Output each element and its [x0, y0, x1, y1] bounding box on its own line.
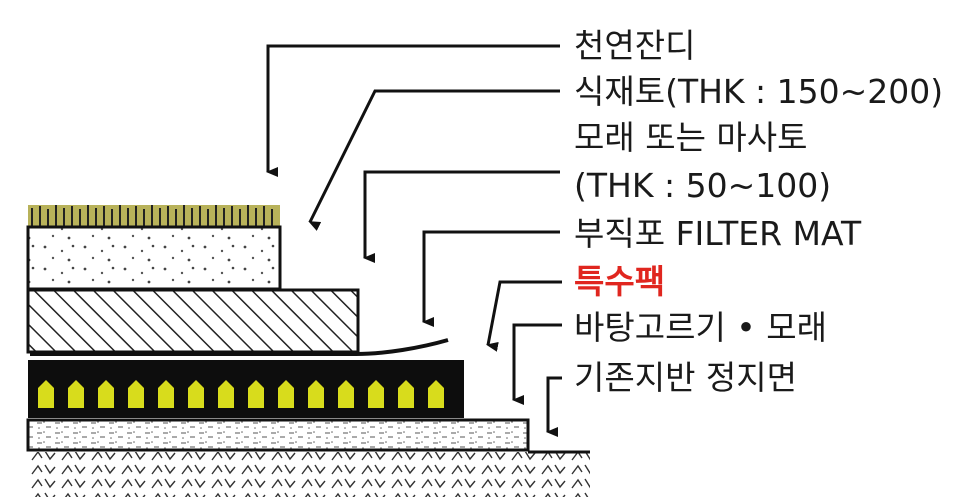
leader-subgrade — [546, 376, 562, 437]
planting-soil-layer — [26, 225, 282, 291]
leader-special-pack — [486, 280, 562, 352]
label-planting-soil: 식재토(THK : 150~200) — [574, 72, 944, 111]
label-sand-line2: (THK : 50~100) — [574, 166, 832, 205]
special-pack-cells — [38, 380, 444, 408]
leader-sand — [363, 170, 560, 263]
leader-filter-mat — [422, 230, 560, 327]
leader-planting-soil — [308, 89, 560, 231]
leveling-sand-layer — [26, 418, 530, 452]
label-grass: 천연잔디 — [574, 26, 696, 65]
label-leveling: 바탕고르기 • 모래 — [574, 308, 827, 347]
leader-leveling — [512, 323, 562, 405]
leader-grass — [266, 44, 560, 177]
label-special-pack: 특수팩 — [574, 262, 666, 301]
filter-mat-layer — [30, 338, 449, 356]
sand-layer — [26, 288, 360, 354]
leader-lines — [266, 44, 562, 437]
label-sand-line1: 모래 또는 마사토 — [574, 118, 808, 157]
label-subgrade: 기존지반 정지면 — [574, 358, 798, 397]
label-filter-mat: 부직포 FILTER MAT — [574, 214, 862, 253]
subgrade-layer — [28, 452, 590, 497]
grass-blades — [31, 205, 273, 226]
grass-layer — [28, 205, 280, 227]
